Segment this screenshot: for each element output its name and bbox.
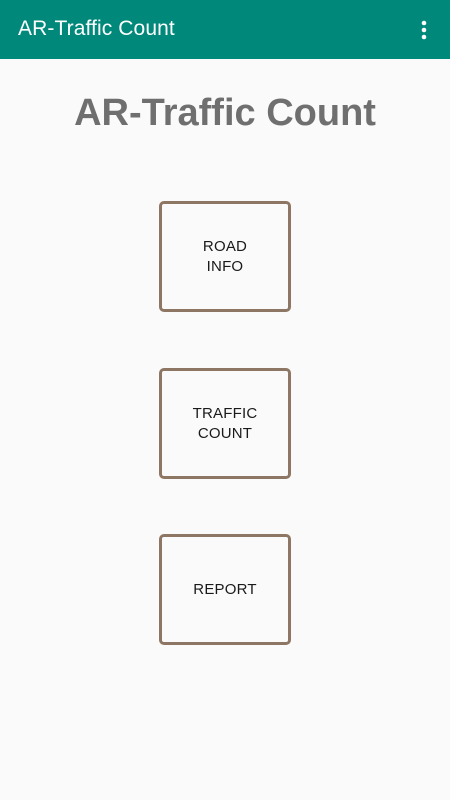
overflow-menu-button[interactable] <box>408 14 440 46</box>
report-button-label: REPORT <box>193 580 257 598</box>
road-info-button-label: ROAD INFO <box>202 237 248 275</box>
app-bar-title: AR-Traffic Count <box>18 17 175 40</box>
app-bar: AR-Traffic Count <box>0 0 450 59</box>
traffic-count-button-label: TRAFFIC COUNT <box>192 404 258 442</box>
road-info-button[interactable]: ROAD INFO <box>159 201 291 312</box>
page-title: AR-Traffic Count <box>74 92 376 134</box>
report-button[interactable]: REPORT <box>159 534 291 645</box>
traffic-count-button[interactable]: TRAFFIC COUNT <box>159 368 291 479</box>
more-vert-icon <box>421 20 427 40</box>
